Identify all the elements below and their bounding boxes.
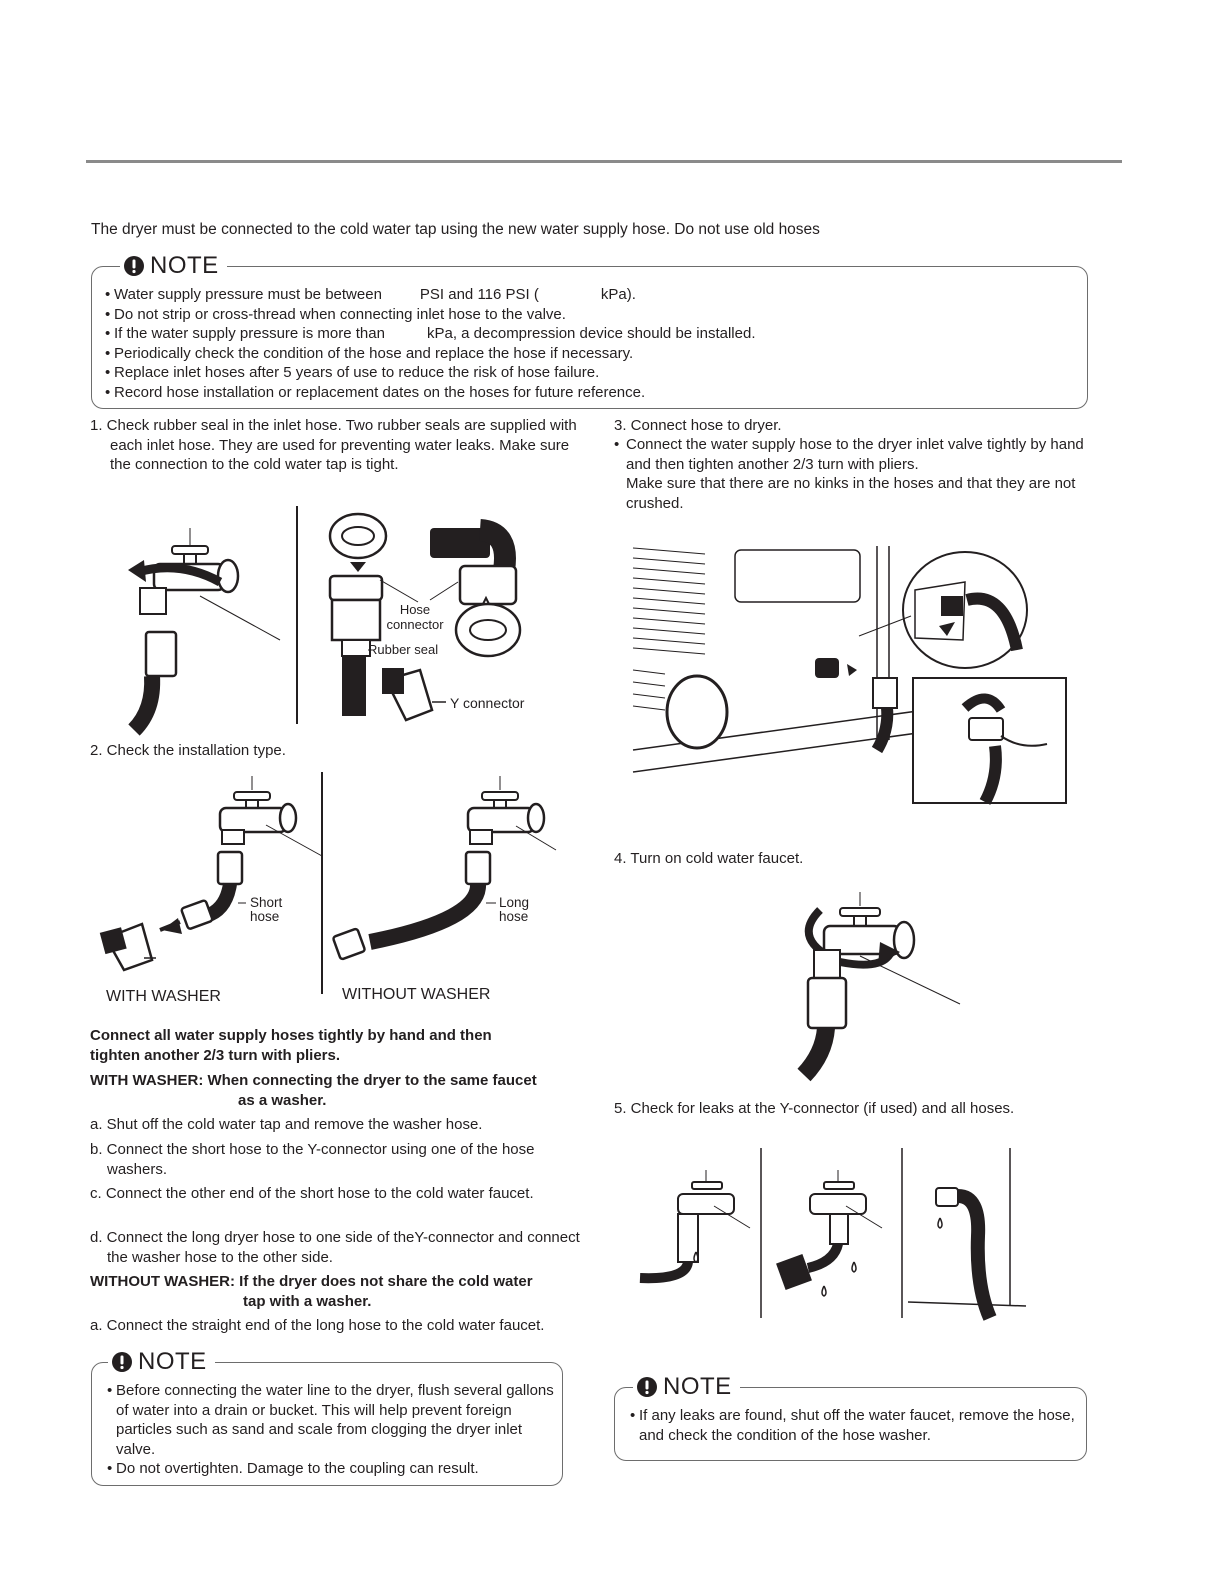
note-text: PSI and 116 PSI (	[419, 286, 539, 303]
label-text: connector	[386, 617, 444, 632]
label-text: hose	[499, 909, 529, 924]
heading-text: tap with a washer.	[243, 1292, 372, 1310]
exclamation-icon	[637, 1377, 657, 1397]
note-heading: NOTE	[120, 252, 227, 280]
note-item: Water supply pressure must be between PSI…	[102, 285, 756, 305]
note-text: kPa, a decompression device should be in…	[426, 325, 756, 342]
note-text: Water supply pressure must be between	[114, 286, 382, 303]
step4-text: 4. Turn on cold water faucet.	[614, 850, 804, 867]
exclamation-icon	[124, 256, 144, 276]
note-text: If the water supply pressure is more tha…	[114, 325, 385, 342]
rubber-seal-illustration	[328, 512, 522, 722]
with-washer-heading: WITH WASHER: When connecting the dryer t…	[90, 1071, 570, 1110]
note-label: NOTE	[138, 1348, 207, 1375]
step5-text: 5. Check for leaks at the Y-connector (i…	[614, 1100, 1015, 1117]
with-step-c: c. Connect the other end of the short ho…	[90, 1185, 534, 1202]
label-text: Short	[250, 895, 283, 910]
step3-bullet: • Connect the water supply hose to the dr…	[614, 435, 1106, 513]
bottom-right-note-box: NOTE If any leaks are found, shut off th…	[614, 1373, 1087, 1461]
bottom-right-note-list: If any leaks are found, shut off the wat…	[627, 1406, 1077, 1445]
instructions-bold-line: Connect all water supply hoses tightly b…	[90, 1027, 492, 1064]
note-item: If any leaks are found, shut off the wat…	[627, 1406, 1077, 1445]
with-washer-illustration	[99, 776, 323, 972]
note-label: NOTE	[150, 252, 219, 279]
without-washer-illustration	[332, 776, 557, 961]
with-step-d: d. Connect the long dryer hose to one si…	[90, 1229, 580, 1266]
dryer-inlet-illustration	[632, 546, 1067, 805]
caption-with-washer: WITH WASHER	[106, 988, 221, 1005]
note-heading: NOTE	[108, 1348, 215, 1376]
heading-text: WITHOUT WASHER: If the dryer does not sh…	[90, 1273, 533, 1290]
step1-divider	[296, 506, 298, 724]
note-item: If the water supply pressure is more tha…	[102, 324, 756, 344]
header-rule	[86, 160, 1122, 163]
leak-check-illustration	[639, 1148, 1027, 1321]
note-item: Periodically check the condition of the …	[102, 344, 756, 364]
label-y-connector: Y connector	[450, 695, 525, 711]
step2-text: 2. Check the installation type.	[90, 742, 286, 759]
heading-text: as a washer.	[238, 1091, 327, 1109]
note-item: Do not strip or cross-thread when connec…	[102, 305, 756, 325]
with-step-a: a. Shut off the cold water tap and remov…	[90, 1116, 483, 1133]
with-step-b: b. Connect the short hose to the Y-conne…	[90, 1141, 535, 1178]
step1-faucet-illustration	[128, 528, 281, 736]
note-heading: NOTE	[633, 1373, 740, 1401]
exclamation-icon	[112, 1352, 132, 1372]
note-label: NOTE	[663, 1373, 732, 1400]
heading-text: WITH WASHER: When connecting the dryer t…	[90, 1072, 537, 1089]
top-note-box: NOTE Water supply pressure must be betwe…	[91, 252, 1088, 409]
bullet-text: Make sure that there are no kinks in the…	[626, 475, 1076, 512]
bullet-text: Connect the water supply hose to the dry…	[626, 436, 1084, 473]
label-text: Long	[499, 895, 530, 910]
intro-text: The dryer must be connected to the cold …	[91, 221, 820, 238]
label-text: Hose	[399, 602, 431, 617]
step2-divider	[321, 772, 323, 994]
bottom-left-note-box: NOTE Before connecting the water line to…	[91, 1348, 563, 1486]
note-item: Before connecting the water line to the …	[104, 1381, 554, 1459]
step1-text: 1. Check rubber seal in the inlet hose. …	[90, 417, 577, 473]
step3-title: 3. Connect hose to dryer.	[614, 417, 782, 434]
note-item: Replace inlet hoses after 5 years of use…	[102, 363, 756, 383]
caption-without-washer: WITHOUT WASHER	[342, 986, 491, 1003]
label-rubber-seal: Rubber seal	[368, 642, 439, 657]
bullet-dot: •	[614, 436, 620, 453]
note-item: Do not overtighten. Damage to the coupli…	[104, 1459, 554, 1479]
top-note-list: Water supply pressure must be between PSI…	[102, 285, 756, 402]
without-washer-heading: WITHOUT WASHER: If the dryer does not sh…	[90, 1272, 570, 1311]
label-text: hose	[250, 909, 280, 924]
note-item: Record hose installation or replacement …	[102, 383, 756, 403]
note-text: kPa).	[600, 286, 636, 303]
bottom-left-note-list: Before connecting the water line to the …	[104, 1381, 554, 1479]
without-step-a: a. Connect the straight end of the long …	[90, 1317, 545, 1334]
turn-on-faucet-illustration	[797, 892, 961, 1082]
